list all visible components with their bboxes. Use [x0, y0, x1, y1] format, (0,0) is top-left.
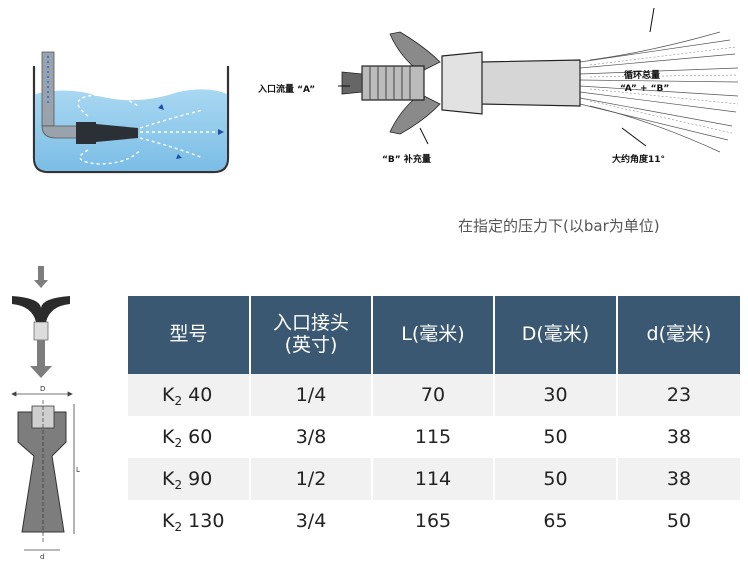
tank-illustration	[32, 51, 230, 174]
header-D: D(毫米)	[494, 296, 618, 374]
table-row: K2 60 3/8 115 50 38	[128, 416, 740, 458]
cell-model: K2 60	[128, 416, 251, 458]
cell-inlet: 1/4	[250, 374, 373, 416]
cell-d: 23	[617, 374, 740, 416]
supplement-label: “B” 补充量	[382, 155, 431, 165]
total-circulation-label: 循环总量	[624, 71, 661, 81]
cell-d: 38	[617, 458, 740, 500]
header-L: L(毫米)	[372, 296, 495, 374]
nozzle-diagram: 入口流量 “A” “B” 补充量 循环总量 “A” + “B” 大约角度11°	[250, 2, 740, 202]
cell-D: 65	[494, 500, 618, 542]
cell-model: K2 130	[128, 500, 251, 542]
dim-D-label: D	[40, 385, 45, 393]
cell-model: K2 40	[128, 374, 251, 416]
cell-inlet: 1/2	[250, 458, 373, 500]
cell-D: 50	[494, 416, 618, 458]
table-row: K2 40 1/4 70 30 23	[128, 374, 740, 416]
spec-table: 型号 入口接头(英寸) L(毫米) D(毫米) d(毫米) K2 40 1/4 …	[128, 296, 740, 542]
cell-L: 114	[372, 458, 495, 500]
header-model: 型号	[128, 296, 251, 374]
cell-d: 50	[617, 500, 740, 542]
pressure-note: 在指定的压力下(以bar为单位)	[458, 217, 660, 235]
table-row: K2 130 3/4 165 65 50	[128, 500, 740, 542]
table-row: K2 90 1/2 114 50 38	[128, 458, 740, 500]
nozzle-drawing	[338, 7, 739, 153]
cell-L: 165	[372, 500, 495, 542]
cell-L: 115	[372, 416, 495, 458]
cell-D: 50	[494, 458, 618, 500]
total-formula-label: “A” + “B”	[620, 84, 670, 94]
flow-direction-icon	[12, 266, 70, 378]
cell-model: K2 90	[128, 458, 251, 500]
header-inlet: 入口接头(英寸)	[250, 296, 373, 374]
angle-label: 大约角度11°	[612, 155, 666, 165]
cell-L: 70	[372, 374, 495, 416]
cell-inlet: 3/4	[250, 500, 373, 542]
inlet-flow-label: 入口流量 “A”	[258, 85, 316, 95]
dim-L-label: L	[76, 466, 80, 474]
table-header-row: 型号 入口接头(英寸) L(毫米) D(毫米) d(毫米)	[128, 296, 740, 374]
dim-d-label: d	[40, 553, 44, 561]
cell-D: 30	[494, 374, 618, 416]
cell-d: 38	[617, 416, 740, 458]
dimension-drawing: D L d	[11, 385, 80, 561]
cell-inlet: 3/8	[250, 416, 373, 458]
header-d: d(毫米)	[617, 296, 740, 374]
